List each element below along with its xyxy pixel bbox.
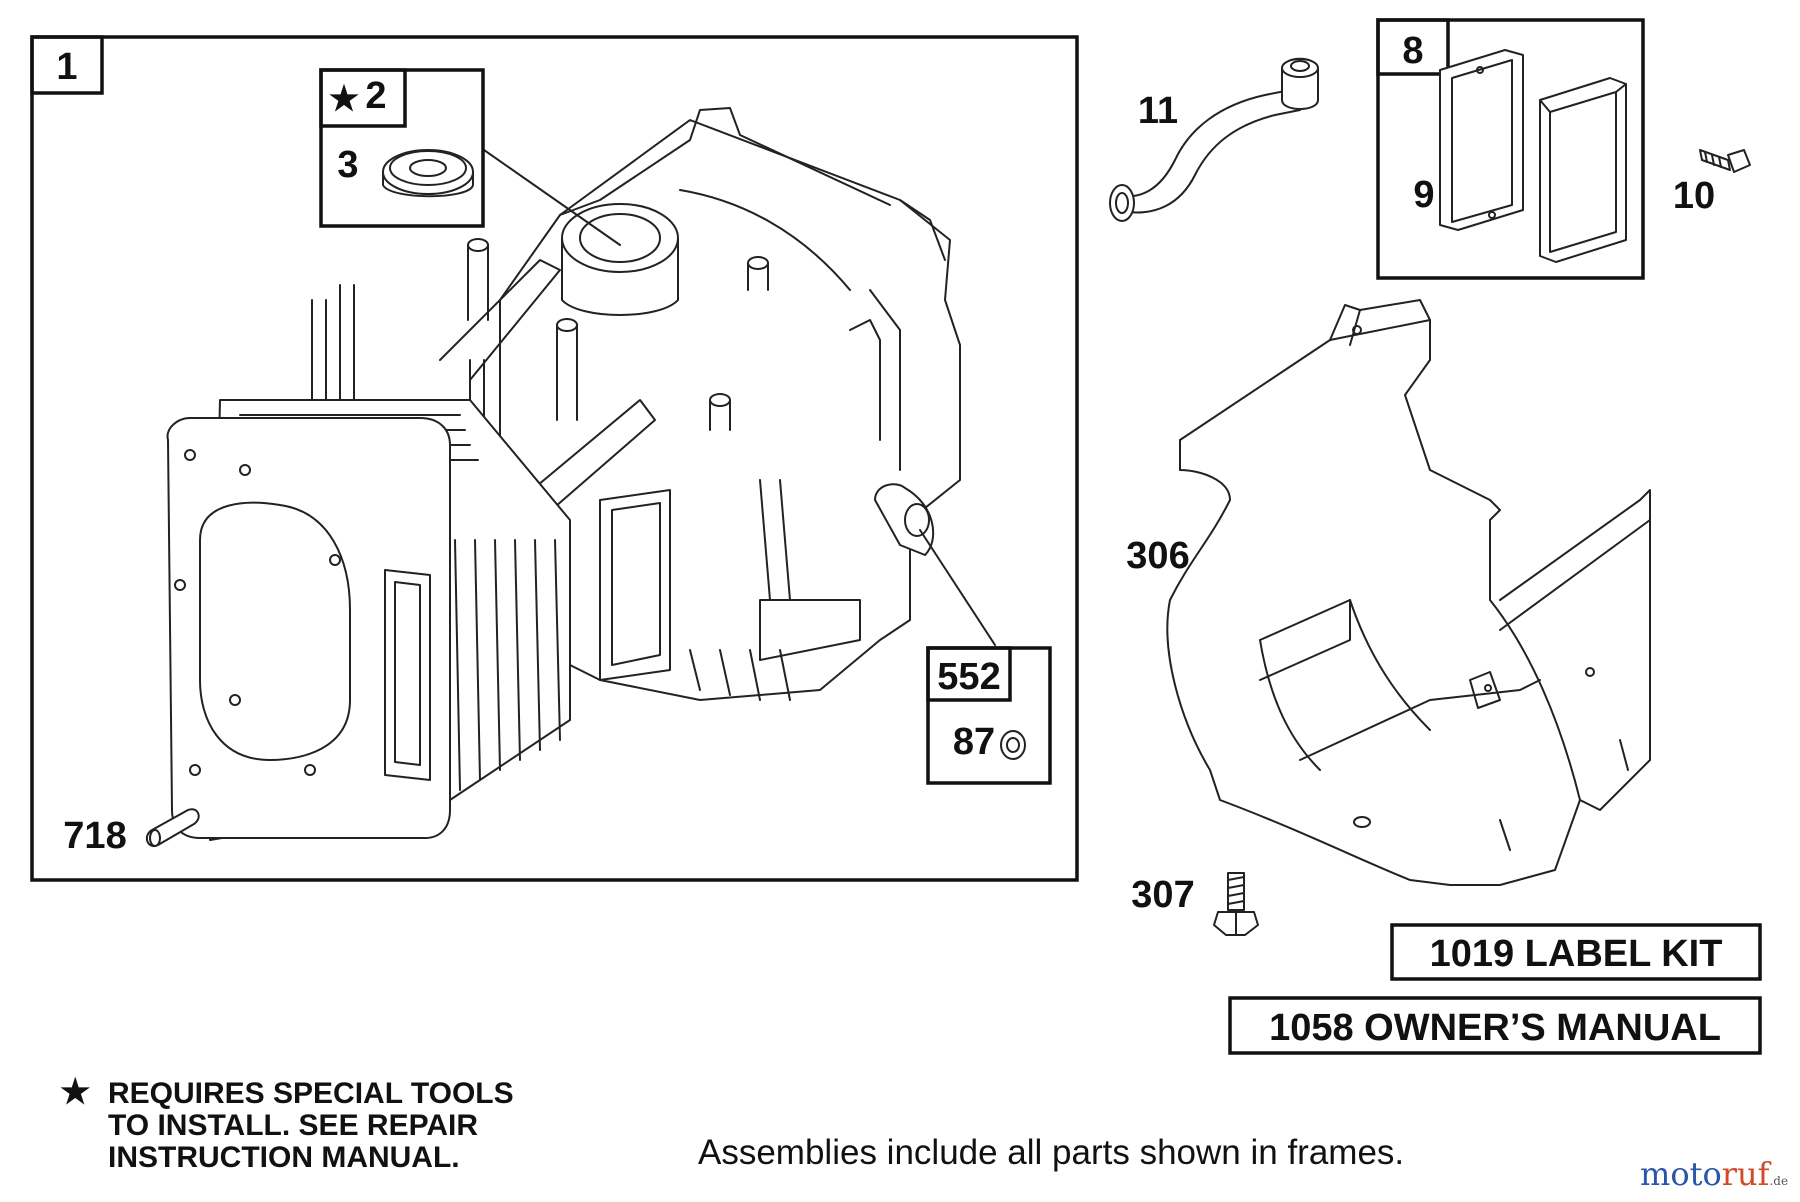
cylinder-shield-part	[1166, 299, 1651, 886]
label-dowel-pin: 718	[63, 815, 126, 857]
special-tools-note: REQUIRES SPECIAL TOOLS TO INSTALL. SEE R…	[108, 1078, 514, 1174]
label-kit-box	[1390, 923, 1762, 981]
label-shield: 306	[1126, 535, 1189, 577]
frame-gasket-group	[1376, 18, 1645, 280]
frame-engine-block-tag	[30, 35, 104, 95]
frame-breather-group-tag	[926, 646, 1012, 702]
label-engine-block: 1	[56, 46, 77, 88]
owners-manual-box	[1228, 996, 1762, 1055]
bolt-part	[1213, 872, 1259, 936]
label-gasket-group: 8	[1402, 30, 1423, 72]
leader-breather	[919, 529, 996, 646]
oil-seal-part	[382, 149, 474, 198]
watermark-part-2: ruf	[1721, 1155, 1770, 1193]
gasket-part	[1439, 49, 1524, 231]
watermark-part-3: .de	[1769, 1174, 1789, 1188]
label-seal-group: 2	[365, 75, 386, 117]
breather-tube-part	[1109, 57, 1319, 222]
watermark-logo: motoruf.de	[1640, 1155, 1788, 1193]
label-breather-seal: 87	[953, 721, 995, 763]
cylinder-illustration	[166, 399, 571, 841]
label-tube: 11	[1138, 90, 1178, 132]
frame-gasket-group-tag	[1376, 18, 1450, 76]
note-line-3: INSTRUCTION MANUAL.	[108, 1141, 460, 1174]
label-screw: 10	[1673, 175, 1715, 217]
leader-seal	[483, 149, 621, 246]
assemblies-note: Assemblies include all parts shown in fr…	[698, 1133, 1405, 1172]
label-seal: 3	[337, 144, 358, 186]
note-line-1: REQUIRES SPECIAL TOOLS	[108, 1077, 514, 1110]
label-bolt: 307	[1131, 874, 1194, 916]
label-gasket: 9	[1413, 174, 1434, 216]
label-seal-group-star: ★	[329, 80, 359, 118]
owners-manual-text: 1058 OWNER’S MANUAL	[1269, 1007, 1721, 1049]
special-tools-star-icon: ★	[60, 1073, 91, 1111]
watermark-part-1: moto	[1640, 1155, 1722, 1193]
breather-seal-part	[1000, 730, 1026, 760]
cover-plate-part	[1539, 77, 1627, 263]
label-kit-text: 1019 LABEL KIT	[1430, 933, 1723, 975]
engine-block-illustration	[311, 107, 961, 701]
label-breather-group: 552	[937, 656, 1000, 698]
frame-seal-group-tag	[319, 68, 407, 128]
screw-part	[1699, 149, 1751, 173]
dowel-pin-part	[145, 808, 200, 848]
frame-engine-block	[30, 35, 1079, 882]
note-line-2: TO INSTALL. SEE REPAIR	[108, 1109, 479, 1142]
